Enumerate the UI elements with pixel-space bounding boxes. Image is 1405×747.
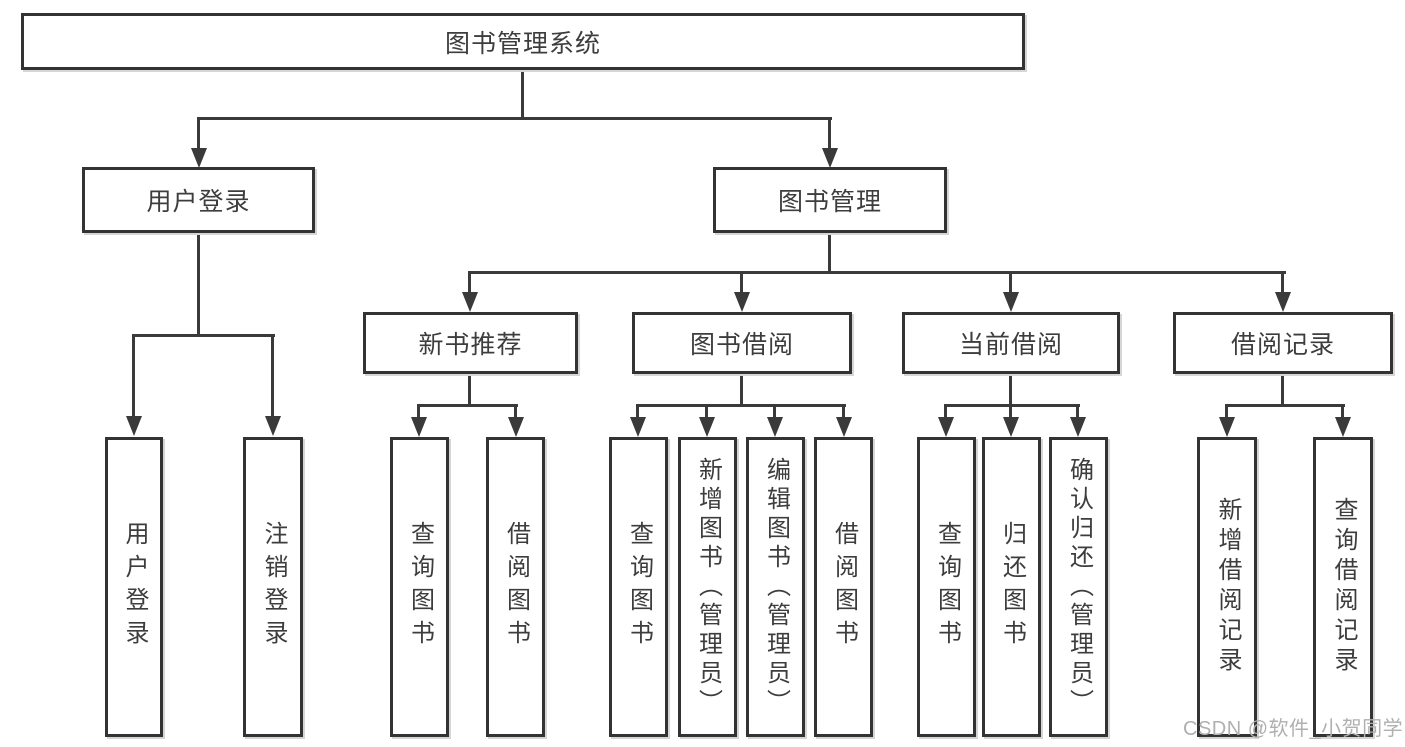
- leaf-label: 借阅图书: [502, 521, 530, 653]
- connector-line: [740, 274, 743, 292]
- connector-line: [828, 233, 831, 271]
- connector-line: [197, 120, 200, 148]
- leaf-edit-book-admin: 编辑图书（管理员）: [746, 437, 805, 737]
- node-label: 图书借阅: [689, 331, 794, 359]
- leaf-confirm-return-admin: 确认归还（管理员）: [1049, 437, 1108, 737]
- leaf-label: 确认归还（管理员）: [1065, 456, 1093, 718]
- arrow-down-icon: [1275, 292, 1291, 312]
- leaf-label: 注销登录: [260, 521, 287, 653]
- connector-line: [636, 404, 846, 407]
- arrow-down-icon: [734, 292, 750, 312]
- connector-line: [132, 337, 135, 416]
- arrow-down-icon: [822, 148, 838, 168]
- node-current-borrow: 当前借阅: [902, 312, 1120, 374]
- arrow-down-icon: [699, 417, 715, 437]
- arrow-down-icon: [462, 292, 478, 312]
- leaf-label: 新增借阅记录: [1214, 497, 1241, 677]
- arrow-down-icon: [630, 417, 646, 437]
- arrow-down-icon: [411, 417, 427, 437]
- watermark: CSDN @软件_小贺同学: [1183, 718, 1404, 740]
- node-label: 借阅记录: [1230, 331, 1335, 359]
- arrow-down-icon: [938, 417, 954, 437]
- connector-line: [271, 337, 274, 416]
- leaf-label: 借阅图书: [830, 521, 858, 653]
- connector-line: [740, 374, 743, 404]
- connector-line: [1225, 404, 1345, 407]
- connector-line: [842, 407, 845, 417]
- leaf-query-books-newbook: 查询图书: [390, 437, 449, 737]
- arrow-down-icon: [767, 417, 783, 437]
- connector-line: [705, 407, 708, 417]
- arrow-down-icon: [1003, 417, 1019, 437]
- connector-line: [1009, 374, 1012, 404]
- connector-line: [1281, 274, 1284, 292]
- node-label: 图书管理: [777, 188, 882, 216]
- connector-line: [773, 407, 776, 417]
- node-label: 图书管理系统: [444, 29, 601, 58]
- connector-line: [132, 334, 275, 337]
- leaf-label: 新增图书（管理员）: [694, 456, 722, 718]
- connector-line: [1281, 374, 1284, 404]
- arrow-down-icon: [508, 417, 524, 437]
- leaf-query-books-borrow: 查询图书: [609, 437, 668, 737]
- arrow-down-icon: [836, 417, 852, 437]
- connector-line: [468, 374, 471, 404]
- arrow-down-icon: [1070, 417, 1086, 437]
- connector-line: [1009, 407, 1012, 417]
- connector-line: [468, 274, 471, 292]
- leaf-query-borrow-record: 查询借阅记录: [1313, 437, 1373, 737]
- arrow-down-icon: [1003, 292, 1019, 312]
- node-book-management: 图书管理: [713, 167, 947, 233]
- node-label: 用户登录: [146, 188, 251, 216]
- node-book-borrow: 图书借阅: [632, 312, 852, 374]
- connector-line: [1341, 407, 1344, 417]
- leaf-add-borrow-record: 新增借阅记录: [1197, 437, 1257, 737]
- leaf-user-login: 用户登录: [105, 437, 163, 737]
- node-new-book-recommend: 新书推荐: [363, 312, 578, 374]
- leaf-label: 查询图书: [406, 521, 434, 653]
- node-borrow-records: 借阅记录: [1173, 312, 1393, 374]
- leaf-borrow-books: 借阅图书: [814, 437, 873, 737]
- leaf-label: 查询图书: [625, 521, 653, 653]
- connector-line: [468, 271, 1286, 274]
- node-library-system: 图书管理系统: [21, 13, 1025, 70]
- node-user-login: 用户登录: [82, 167, 315, 233]
- arrow-down-icon: [1335, 417, 1351, 437]
- connector-line: [1225, 407, 1228, 417]
- leaf-add-book-admin: 新增图书（管理员）: [678, 437, 737, 737]
- node-label: 当前借阅: [958, 331, 1063, 359]
- leaf-logout: 注销登录: [243, 437, 303, 737]
- connector-line: [521, 70, 524, 118]
- connector-line: [417, 407, 420, 417]
- connector-line: [944, 407, 947, 417]
- leaf-label: 编辑图书（管理员）: [762, 456, 790, 718]
- connector-line: [636, 407, 639, 417]
- leaf-label: 查询借阅记录: [1330, 497, 1357, 677]
- connector-line: [1009, 274, 1012, 292]
- arrow-down-icon: [126, 416, 142, 436]
- connector-line: [197, 117, 832, 120]
- arrow-down-icon: [191, 148, 207, 168]
- arrow-down-icon: [1219, 417, 1235, 437]
- leaf-label: 归还图书: [998, 521, 1026, 653]
- connector-line: [514, 407, 517, 417]
- arrow-down-icon: [265, 416, 281, 436]
- connector-line: [944, 404, 1080, 407]
- leaf-return-books: 归还图书: [982, 437, 1041, 737]
- connector-line: [1076, 407, 1079, 417]
- node-label: 新书推荐: [418, 331, 523, 359]
- leaf-borrow-books-newbook: 借阅图书: [486, 437, 545, 737]
- leaf-label: 查询图书: [933, 521, 961, 653]
- connector-line: [197, 233, 200, 334]
- connector-line: [828, 120, 831, 148]
- leaf-label: 用户登录: [121, 521, 148, 653]
- leaf-query-books-current: 查询图书: [917, 437, 976, 737]
- connector-line: [417, 404, 518, 407]
